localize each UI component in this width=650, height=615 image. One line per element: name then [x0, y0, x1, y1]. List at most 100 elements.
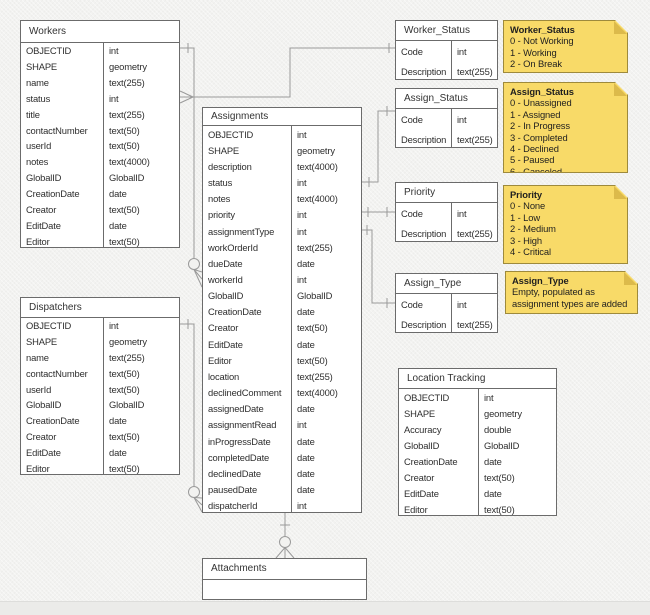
field-type: text(255) — [297, 241, 333, 253]
field-type: GlobalID — [484, 439, 520, 451]
entity-title: Attachments — [203, 559, 366, 580]
column-divider — [451, 41, 452, 79]
field-type: int — [457, 298, 467, 310]
field-name: title — [26, 108, 40, 120]
field-name: SHAPE — [208, 144, 240, 156]
field-type: text(50) — [109, 124, 140, 136]
cardinality-zero-circle — [279, 536, 291, 548]
canvas-bottom-strip — [0, 601, 650, 615]
field-type: text(4000) — [109, 156, 150, 168]
field-row-creator: Creator text(50) — [21, 201, 179, 217]
field-name: Creator — [26, 203, 57, 215]
field-name: GlobalID — [404, 439, 440, 451]
field-type: text(50) — [297, 322, 328, 334]
field-name: notes — [26, 156, 49, 168]
field-type: text(50) — [109, 430, 140, 442]
field-name: userId — [26, 140, 52, 152]
crows-foot-prong — [193, 269, 203, 288]
field-name: dispatcherId — [208, 500, 258, 512]
field-name: dueDate — [208, 257, 243, 269]
crows-foot-prong — [179, 90, 194, 98]
note-line: 1 - Working — [510, 46, 557, 58]
connector-assignments-priority-to-priority-code[interactable] — [362, 207, 395, 217]
field-type: text(255) — [457, 133, 493, 145]
field-name: Creator — [404, 471, 435, 483]
field-name: name — [26, 77, 49, 89]
field-row-dispatcherid: dispatcherId int — [203, 498, 361, 514]
field-type: text(255) — [457, 227, 493, 239]
connector-assignments-status-to-assign-status-code[interactable] — [362, 106, 395, 187]
connector-workers-status-to-worker-status-code[interactable] — [179, 43, 395, 104]
note-line: 0 - None — [510, 200, 546, 212]
field-name: GlobalID — [26, 399, 62, 411]
field-type: int — [457, 113, 467, 125]
field-type: int — [297, 225, 307, 237]
field-name: userId — [26, 383, 52, 395]
field-type: text(255) — [457, 65, 493, 77]
field-type: text(50) — [109, 203, 140, 215]
field-name: SHAPE — [26, 61, 58, 73]
connector-line — [180, 323, 195, 486]
connector-assignments-assignmenttype-to-assign-type-code[interactable] — [362, 225, 395, 308]
field-type: int — [297, 177, 307, 189]
field-type: int — [457, 207, 467, 219]
field-type: text(4000) — [297, 193, 338, 205]
field-type: date — [297, 257, 315, 269]
connector-dispatchers-objectid-to-assignments-dispatcherid[interactable] — [180, 319, 203, 513]
field-type: text(255) — [297, 370, 333, 382]
field-name: contactNumber — [26, 124, 88, 136]
connector-workers-objectid-to-assignments-workerid[interactable] — [180, 43, 203, 288]
note-line: Empty, populated as — [512, 286, 595, 298]
note-line: 5 - Paused — [510, 154, 555, 166]
field-type: int — [297, 500, 307, 512]
connector-line — [180, 47, 195, 258]
field-name: Editor — [26, 235, 50, 247]
entity-title: Assignments — [203, 108, 361, 126]
crows-foot-prong — [193, 269, 203, 280]
note-title: Assign_Type — [512, 275, 569, 286]
note-line: 3 - High — [510, 234, 543, 246]
crows-foot-prong — [193, 269, 203, 273]
note-line: 3 - Completed — [510, 131, 568, 143]
note-line: assignment types are added — [512, 297, 628, 309]
field-name: Code — [401, 207, 423, 219]
field-name: OBJECTID — [404, 391, 450, 403]
connector-assignments-to-attachments[interactable] — [275, 513, 295, 559]
note-title: Worker_Status — [510, 24, 575, 35]
connector-line — [180, 47, 395, 98]
entity-attachments[interactable]: Attachments — [202, 558, 367, 600]
entity-title: Worker_Status — [396, 21, 497, 41]
